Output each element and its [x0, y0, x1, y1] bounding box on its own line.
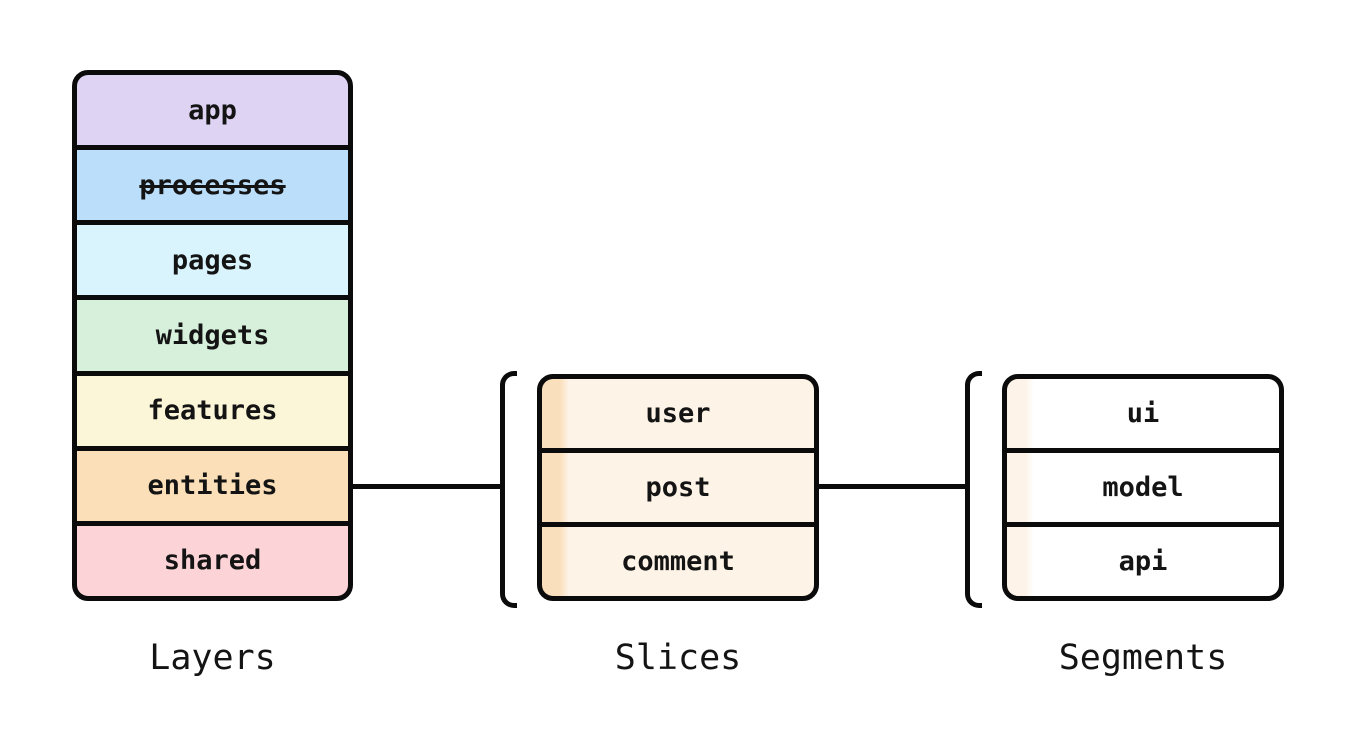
- segment-row-api: api: [1007, 527, 1279, 596]
- layer-label-entities: entities: [147, 470, 278, 502]
- layer-row-pages: pages: [77, 225, 348, 296]
- column-title-segments: Segments: [1058, 638, 1228, 678]
- segment-row-ui: ui: [1007, 379, 1279, 448]
- layer-label-app: app: [188, 94, 237, 126]
- slice-label-user: user: [645, 398, 711, 429]
- segment-label-ui: ui: [1126, 398, 1160, 429]
- layer-label-processes: processes: [139, 169, 286, 201]
- layer-label-shared: shared: [163, 545, 262, 577]
- segment-label-api: api: [1118, 546, 1168, 577]
- segment-label-model: model: [1102, 472, 1184, 503]
- layer-row-widgets: widgets: [77, 300, 348, 371]
- segment-row-model: model: [1007, 453, 1279, 522]
- layer-label-features: features: [147, 395, 278, 427]
- slice-row-post: post: [542, 453, 814, 522]
- connector-layers-slices: [353, 484, 500, 489]
- layer-row-processes: processes: [77, 150, 348, 221]
- slice-row-user: user: [542, 379, 814, 448]
- layer-label-widgets: widgets: [155, 319, 270, 351]
- segments-box: ui model api: [1002, 374, 1284, 601]
- slice-label-comment: comment: [621, 546, 735, 577]
- layer-row-shared: shared: [77, 525, 348, 596]
- slice-row-comment: comment: [542, 527, 814, 596]
- connector-slices-segments: [819, 484, 965, 489]
- layer-label-pages: pages: [171, 244, 254, 276]
- layer-row-entities: entities: [77, 450, 348, 521]
- layer-row-features: features: [77, 375, 348, 446]
- column-title-slices: Slices: [614, 638, 742, 678]
- layers-box: app processes pages widgets features ent…: [72, 70, 353, 601]
- slice-label-post: post: [645, 472, 711, 503]
- layer-row-app: app: [77, 75, 348, 146]
- slices-box: user post comment: [537, 374, 819, 601]
- segments-bracket: [965, 371, 982, 608]
- slices-bracket: [500, 371, 517, 608]
- column-title-layers: Layers: [149, 638, 276, 678]
